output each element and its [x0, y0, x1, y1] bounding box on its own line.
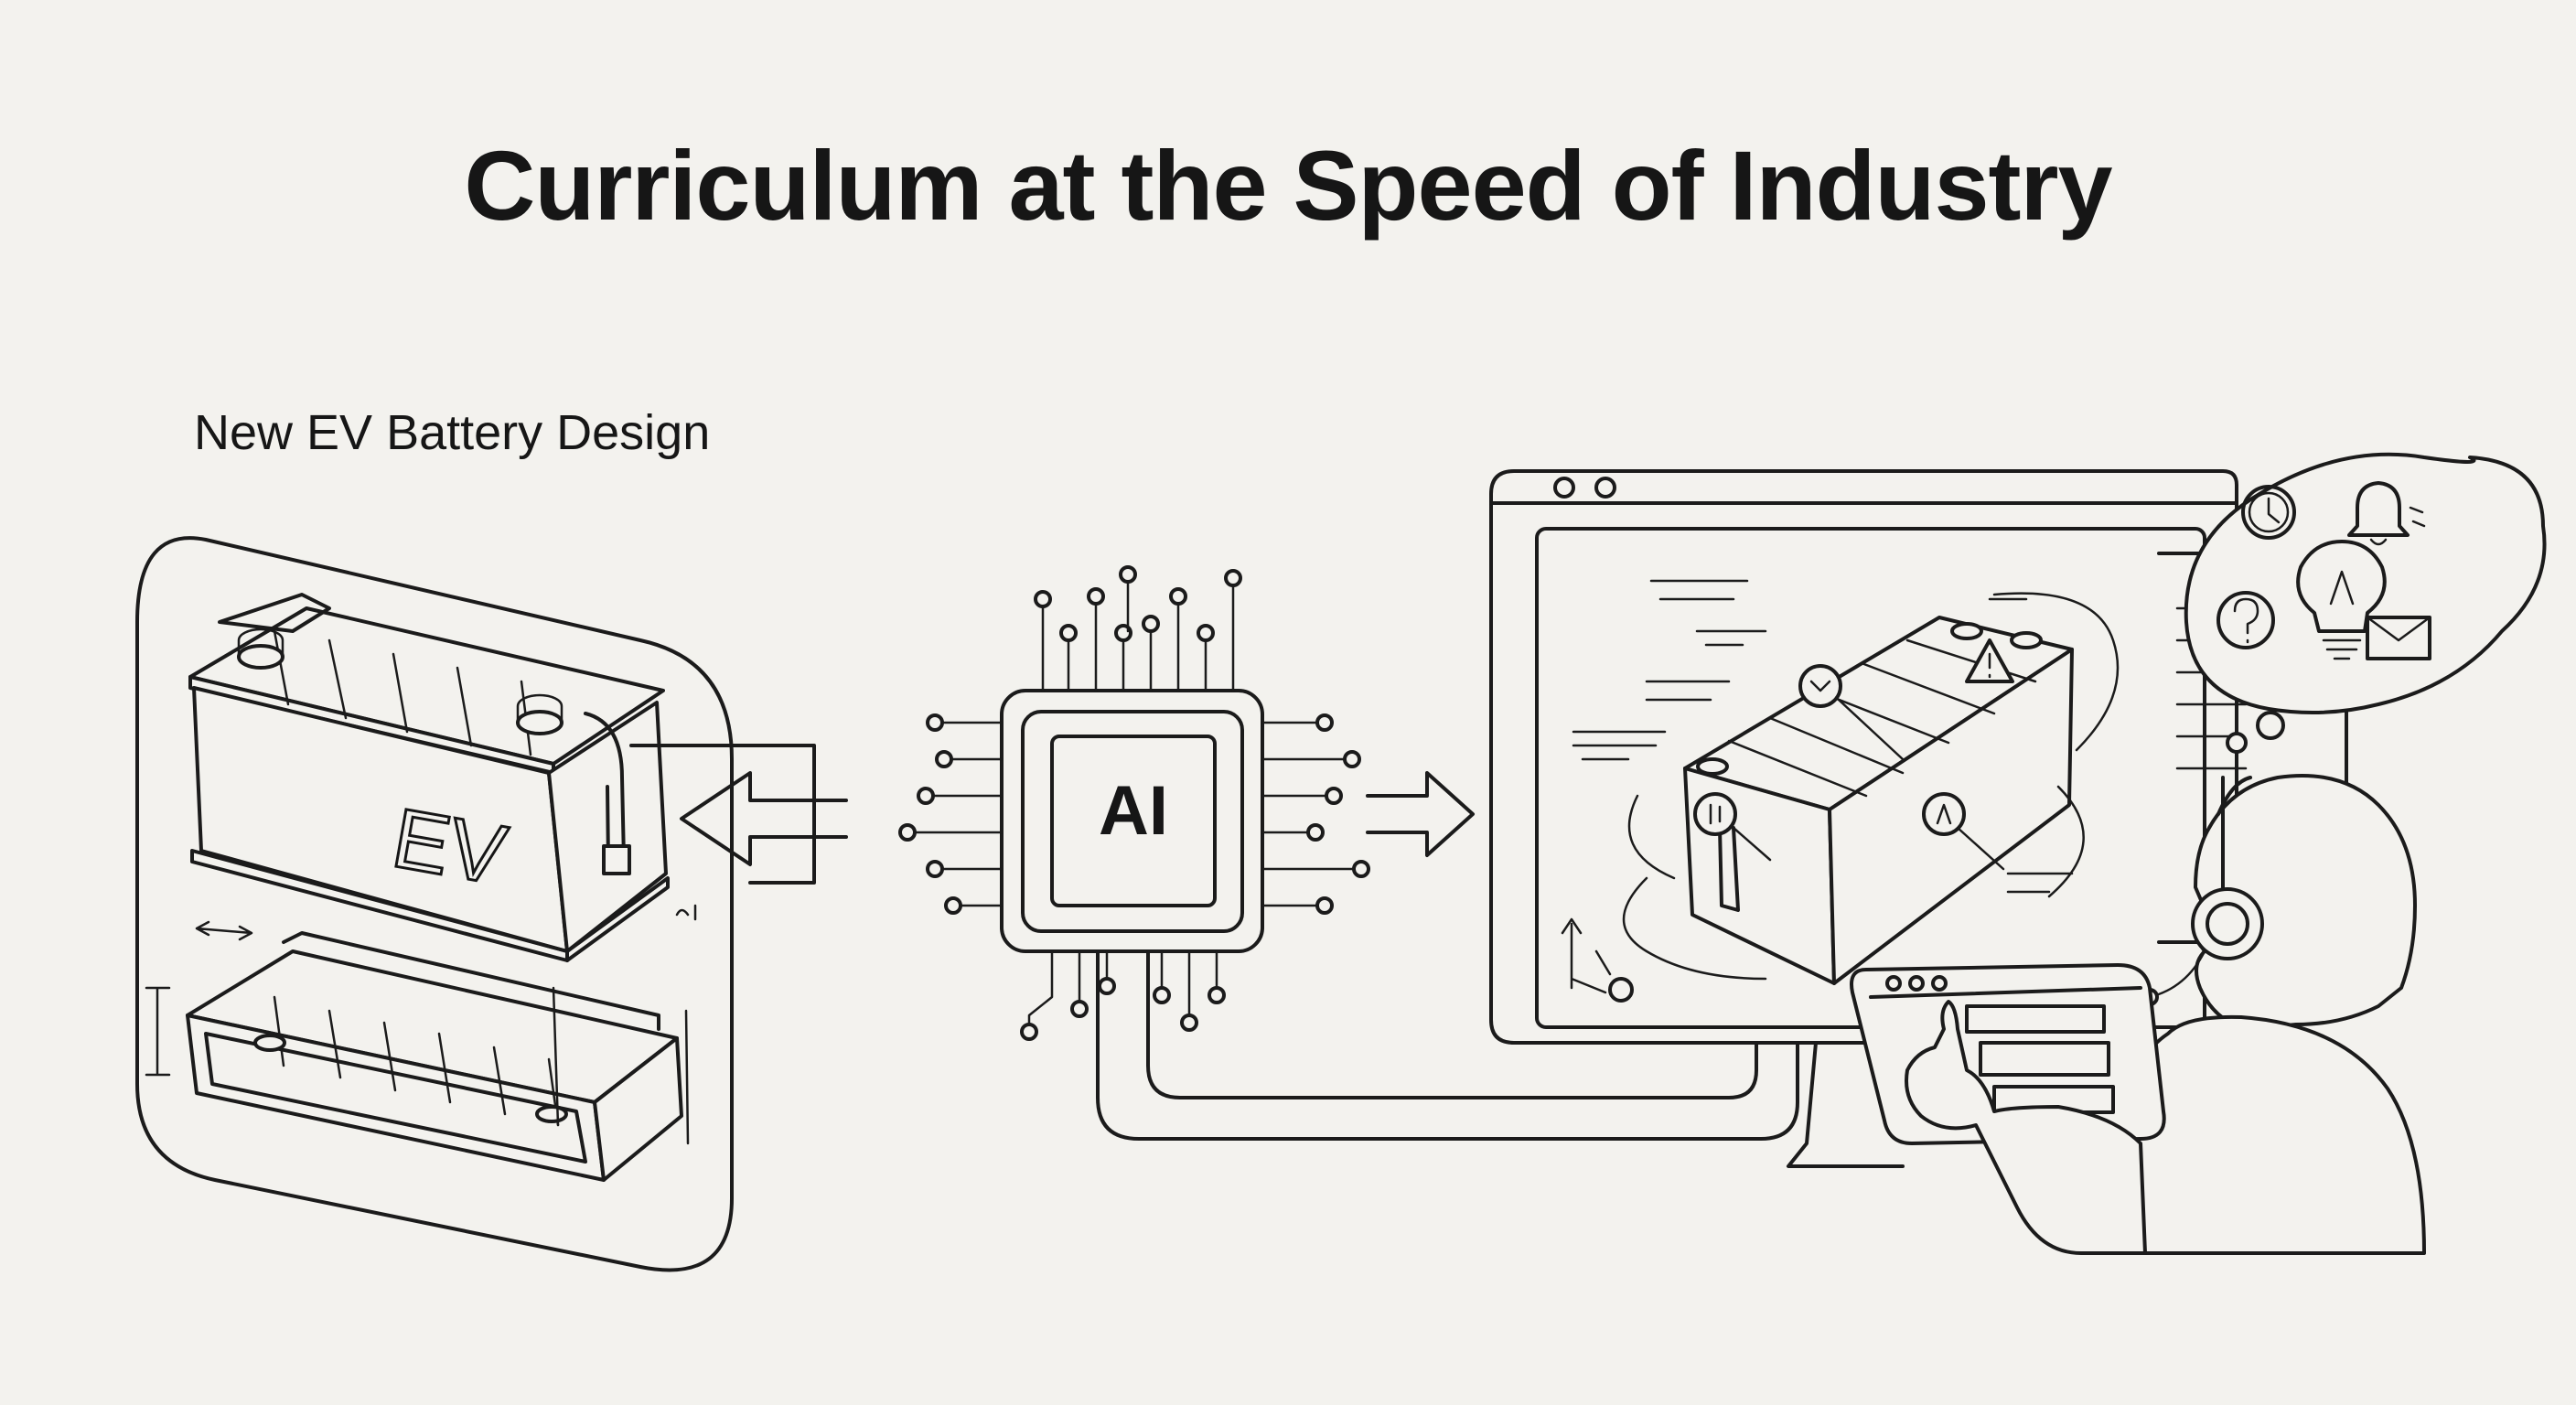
arrow-left-icon: [629, 744, 848, 885]
ai-chip-icon: AI: [898, 565, 1370, 1041]
ai-chip-label: AI: [1099, 772, 1168, 850]
mail-icon: [2366, 616, 2431, 660]
thought-bubble-icon: [2184, 452, 2547, 754]
battery-tray-icon: [145, 931, 690, 1182]
warning-icon: [1965, 638, 2014, 683]
source-label: New EV Battery Design: [194, 405, 711, 460]
page-title: Curriculum at the Speed of Industry: [464, 130, 2112, 241]
battery-design-panel: EV: [135, 536, 848, 1272]
lightbulb-icon: [2296, 540, 2387, 660]
battery-render: [1561, 579, 2120, 1003]
headset-icon: [2140, 776, 2264, 1006]
clock-icon: [2241, 485, 2296, 540]
arrow-right-icon: [1366, 771, 1475, 857]
learner-icon: [1850, 774, 2426, 1255]
data-cable: [1096, 949, 1799, 1141]
battery-icon: [188, 593, 670, 962]
question-icon: [2216, 591, 2275, 649]
bell-icon: [2347, 481, 2426, 546]
battery-mark: EV: [386, 791, 513, 903]
